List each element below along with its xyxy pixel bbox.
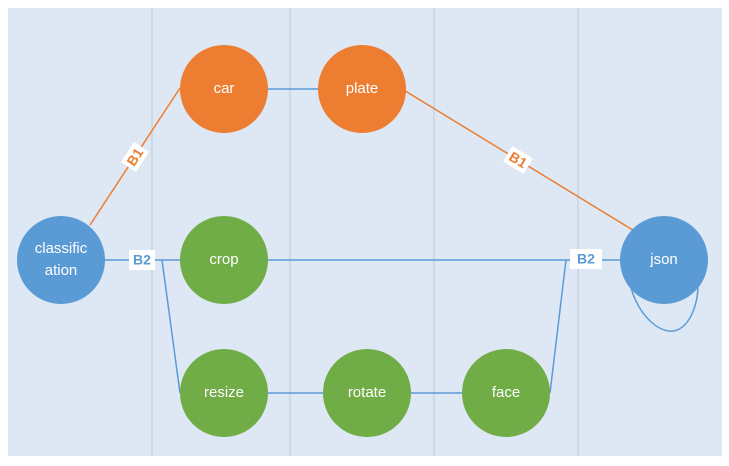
node-crop-label: crop <box>209 251 238 268</box>
node-plate-circle <box>318 45 406 133</box>
edge-label-b1-right-text: B1 <box>506 148 530 171</box>
node-rotate-circle <box>323 349 411 437</box>
edge-label-b1-left: B1 <box>120 142 150 172</box>
node-plate[interactable]: plate <box>318 45 406 133</box>
edge-label-b2-left-text: B2 <box>133 252 151 268</box>
node-car[interactable]: car <box>180 45 268 133</box>
node-crop[interactable]: crop <box>180 216 268 304</box>
edge-label-b1-left-box <box>120 142 150 172</box>
node-resize-label: resize <box>204 384 244 401</box>
lane-dividers <box>151 8 579 456</box>
node-face-label: face <box>492 384 520 401</box>
node-classification-label-line1: classific <box>35 240 88 257</box>
node-car-circle <box>180 45 268 133</box>
node-json-label: json <box>649 251 678 268</box>
edge-label-b2-right: B2 <box>570 249 602 269</box>
edge-label-b2-right-text: B2 <box>577 251 595 267</box>
edge-label-b2-left: B2 <box>129 250 155 270</box>
node-classification-circle <box>17 216 105 304</box>
node-classification-label-line2: ation <box>45 262 78 279</box>
edge-b2-resize <box>161 259 181 394</box>
node-resize-circle <box>180 349 268 437</box>
edge-json-self-loop <box>630 284 699 332</box>
edges <box>89 87 699 394</box>
edge-label-b2-left-box <box>129 250 155 270</box>
node-plate-label: plate <box>346 80 379 97</box>
node-classification[interactable]: classific ation <box>17 216 105 304</box>
node-face-circle <box>462 349 550 437</box>
node-resize[interactable]: resize <box>180 349 268 437</box>
node-rotate[interactable]: rotate <box>323 349 411 437</box>
node-json[interactable]: json <box>620 216 708 304</box>
node-rotate-label: rotate <box>348 384 386 401</box>
node-car-label: car <box>214 80 235 97</box>
edge-label-b2-right-box <box>570 249 602 269</box>
node-crop-circle <box>180 216 268 304</box>
node-json-circle <box>620 216 708 304</box>
edge-label-b1-right: B1 <box>503 146 533 174</box>
node-face[interactable]: face <box>462 349 550 437</box>
edge-face-b2 <box>549 259 567 394</box>
edge-label-b1-right-box <box>503 146 533 174</box>
